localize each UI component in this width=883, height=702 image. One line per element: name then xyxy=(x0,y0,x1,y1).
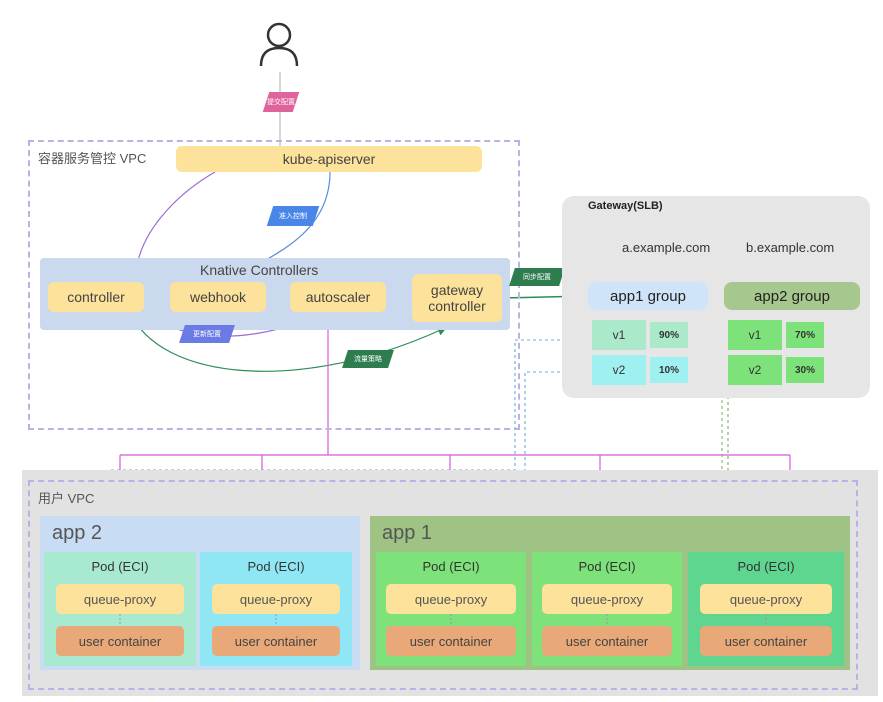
webhook-box: webhook xyxy=(170,282,266,312)
control-plane-vpc-title: 容器服务管控 VPC xyxy=(38,151,147,166)
app1-v1: v1 xyxy=(592,320,646,350)
queue-proxy: queue-proxy xyxy=(56,584,184,614)
kube-apiserver: kube-apiserver xyxy=(176,146,482,172)
app1-v2: v2 xyxy=(592,355,646,385)
app1-v1-percent: 90% xyxy=(650,322,688,348)
app1-group: app1 group xyxy=(588,282,708,310)
pod-title: Pod (ECI) xyxy=(578,559,636,574)
user-container: user container xyxy=(212,626,340,656)
pod-title: Pod (ECI) xyxy=(247,559,305,574)
queue-proxy: queue-proxy xyxy=(386,584,516,614)
app2-label: app 2 xyxy=(52,522,103,544)
gateway-controller-box: gateway controller xyxy=(412,274,502,322)
app2-v2-percent: 30% xyxy=(786,357,824,383)
app1-label: app 1 xyxy=(382,522,433,544)
queue-proxy: queue-proxy xyxy=(700,584,832,614)
pod-title: Pod (ECI) xyxy=(91,559,149,574)
pod-title: Pod (ECI) xyxy=(422,559,480,574)
pod-title: Pod (ECI) xyxy=(737,559,795,574)
gateway-slb-title: Gateway(SLB) xyxy=(588,200,663,212)
app2-v1-percent: 70% xyxy=(786,322,824,348)
user-container: user container xyxy=(56,626,184,656)
queue-proxy: queue-proxy xyxy=(212,584,340,614)
user-container: user container xyxy=(700,626,832,656)
user-vpc xyxy=(28,480,858,690)
autoscaler-box: autoscaler xyxy=(290,282,386,312)
user-vpc-title: 用户 VPC xyxy=(38,491,95,506)
controller-box: controller xyxy=(48,282,144,312)
user-icon xyxy=(257,18,301,68)
user-container: user container xyxy=(386,626,516,656)
app1-v2-percent: 10% xyxy=(650,357,688,383)
queue-proxy: queue-proxy xyxy=(542,584,672,614)
host-a-label: a.example.com xyxy=(622,240,711,255)
app2-v2: v2 xyxy=(728,355,782,385)
app2-group: app2 group xyxy=(724,282,860,310)
app2-v1: v1 xyxy=(728,320,782,350)
knative-controllers-title: Knative Controllers xyxy=(200,262,319,278)
user-container: user container xyxy=(542,626,672,656)
host-b-label: b.example.com xyxy=(746,240,835,255)
